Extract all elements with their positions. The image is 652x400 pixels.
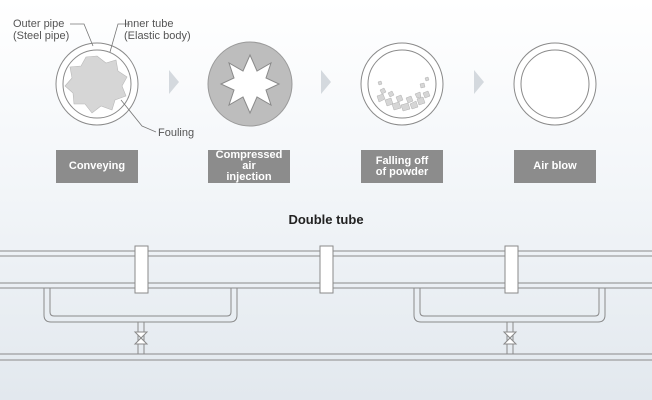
step4-pipe-icon — [513, 42, 597, 126]
step-arrow-2 — [321, 70, 331, 94]
pipe-couplings — [134, 245, 519, 294]
powder-particles — [376, 76, 431, 112]
step-conveying: Conveying — [56, 150, 138, 183]
valve-right — [502, 331, 518, 345]
fouling-deposit — [64, 55, 128, 114]
collapsed-inner-tube — [219, 53, 281, 115]
step3-pipe-icon — [360, 42, 444, 126]
leader-lines — [70, 23, 157, 133]
valve-left — [133, 331, 149, 345]
step2-pipe-icon — [207, 41, 293, 127]
fouling-label: Fouling — [158, 127, 195, 139]
step1-pipe-icon — [55, 42, 139, 126]
inner-tube-label: Inner tube (Elastic body) — [124, 18, 191, 42]
step-arrow-1 — [169, 70, 179, 94]
step-air-blow: Air blow — [514, 150, 596, 183]
outer-pipe-label: Outer pipe (Steel pipe) — [13, 18, 70, 42]
step-arrow-3 — [474, 70, 484, 94]
diagram-title: Double tube — [288, 212, 364, 227]
